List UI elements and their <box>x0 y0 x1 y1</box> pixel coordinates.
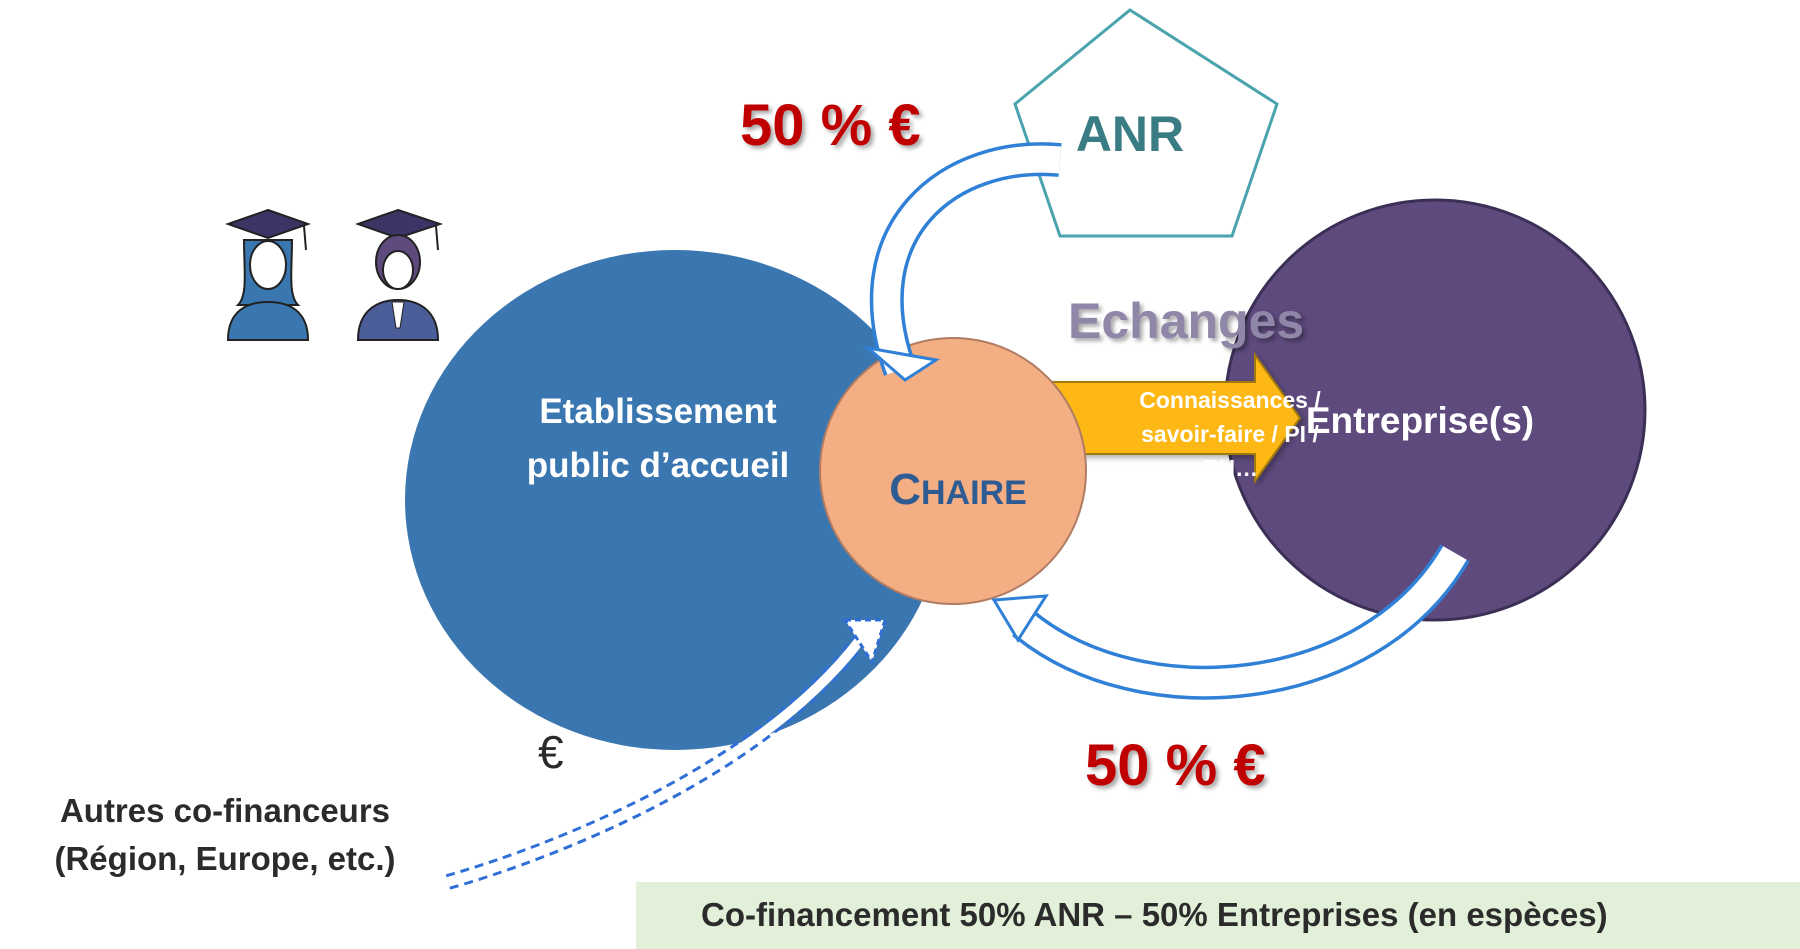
other-funders-line-1: Autres co-financeurs <box>59 792 391 829</box>
entreprise-to-chaire-arrowhead <box>991 594 1049 643</box>
graduate-man-icon <box>354 208 444 341</box>
exchange-content-label: Connaissances / savoir-faire / PI / RH… <box>1120 383 1340 485</box>
other-funders-label: Autres co-financeurs (Région, Europe, et… <box>0 787 450 883</box>
anr-to-chaire-arrowhead <box>862 345 941 382</box>
chaire-label-prefix: C <box>889 465 921 514</box>
anr-to-chaire-arrow <box>869 142 1062 376</box>
establishment-node <box>405 250 945 750</box>
chaire-node <box>819 337 1087 605</box>
exchange-content-line-3: RH… <box>1201 455 1259 481</box>
entreprise-funding-label: 50 % € <box>1085 733 1266 798</box>
entreprise-label: Entreprise(s) <box>1305 400 1535 441</box>
anr-funding-label: 50 % € <box>740 93 921 158</box>
others-to-chaire-arrowhead <box>842 618 888 666</box>
exchange-content-line-2: savoir-faire / PI / <box>1141 421 1319 447</box>
other-funding-label: € <box>538 726 564 778</box>
graduate-woman-icon <box>224 208 312 341</box>
echanges-label: Echanges <box>1068 293 1305 349</box>
chaire-label: CHAIRE <box>868 465 1048 515</box>
anr-label: ANR <box>1075 106 1185 162</box>
cofinancing-banner: Co-financement 50% ANR – 50% Entreprises… <box>636 882 1800 949</box>
establishment-label-text: Etablissement public d’accueil <box>526 392 790 485</box>
exchange-content-line-1: Connaissances / <box>1139 387 1321 413</box>
chaire-label-rest: HAIRE <box>920 474 1027 512</box>
anr-node <box>1013 8 1279 238</box>
cofinancing-banner-text: Co-financement 50% ANR – 50% Entreprises… <box>701 896 1608 933</box>
establishment-label: Etablissement public d’accueil <box>508 385 808 493</box>
other-funders-line-2: (Région, Europe, etc.) <box>54 840 396 877</box>
